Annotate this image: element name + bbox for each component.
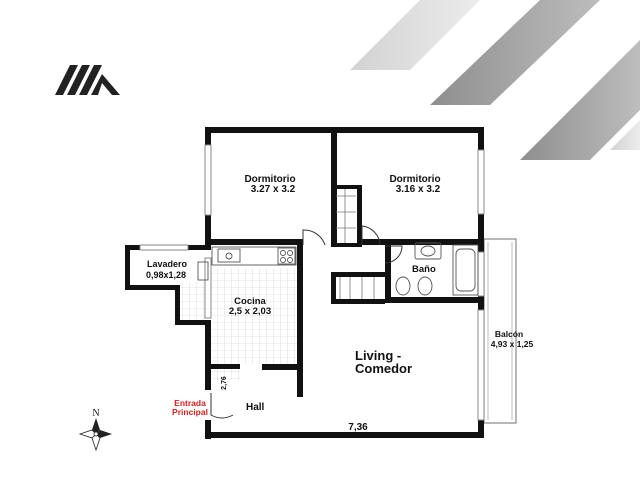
bathroom-fixtures (395, 242, 479, 296)
kitchen-floor (210, 268, 298, 364)
dormitorio-2-name: Dormitorio (389, 174, 440, 185)
laundry-fixture (197, 261, 209, 281)
cocina-size: 2,5 x 2,03 (229, 306, 271, 317)
living-line-2: Comedor (355, 361, 412, 376)
dormitorio-1-name: Dormitorio (244, 174, 295, 185)
kitchen-fixtures (211, 246, 297, 266)
dormitorio-1-size: 3.27 x 3.2 (251, 184, 296, 195)
balcon-name: Balcón (495, 329, 523, 339)
windows (139, 144, 485, 421)
entrance-label: Entrada Principal (172, 398, 208, 417)
balcon-size: 4,93 x 1,25 (491, 339, 534, 349)
cocina-name: Cocina (234, 296, 266, 307)
total-width-dimension: 7,36 (348, 422, 368, 433)
room-label-dormitorio-1: Dormitorio 3.27 x 3.2 (244, 174, 295, 195)
closet-shelves (336, 189, 375, 299)
room-label-dormitorio-2: Dormitorio 3.16 x 3.2 (389, 174, 440, 195)
lavadero-name: Lavadero (147, 259, 188, 269)
lavadero-size: 0,98x1,28 (146, 270, 186, 280)
walls (125, 127, 484, 439)
entrance-line-1: Entrada (174, 398, 206, 408)
room-label-bano: Baño (412, 264, 436, 275)
doors (210, 225, 403, 419)
room-label-hall: Hall (246, 402, 265, 413)
room-label-lavadero: Lavadero 0,98x1,28 (146, 259, 188, 280)
decorative-stripes (350, 0, 640, 160)
dormitorio-2-size: 3.16 x 3.2 (396, 184, 441, 195)
entrance-line-2: Principal (172, 407, 208, 417)
compass-north-label: N (92, 408, 99, 419)
living-line-1: Living - (355, 348, 401, 363)
compass-rose-icon (78, 418, 112, 452)
room-label-cocina: Cocina 2,5 x 2,03 (229, 296, 271, 317)
room-label-living: Living - Comedor (355, 348, 412, 376)
room-label-balcon: Balcón 4,93 x 1,25 (491, 329, 534, 349)
hall-width-dimension: 2,76 (221, 376, 228, 390)
company-logo (55, 65, 120, 95)
balcony (483, 238, 517, 424)
